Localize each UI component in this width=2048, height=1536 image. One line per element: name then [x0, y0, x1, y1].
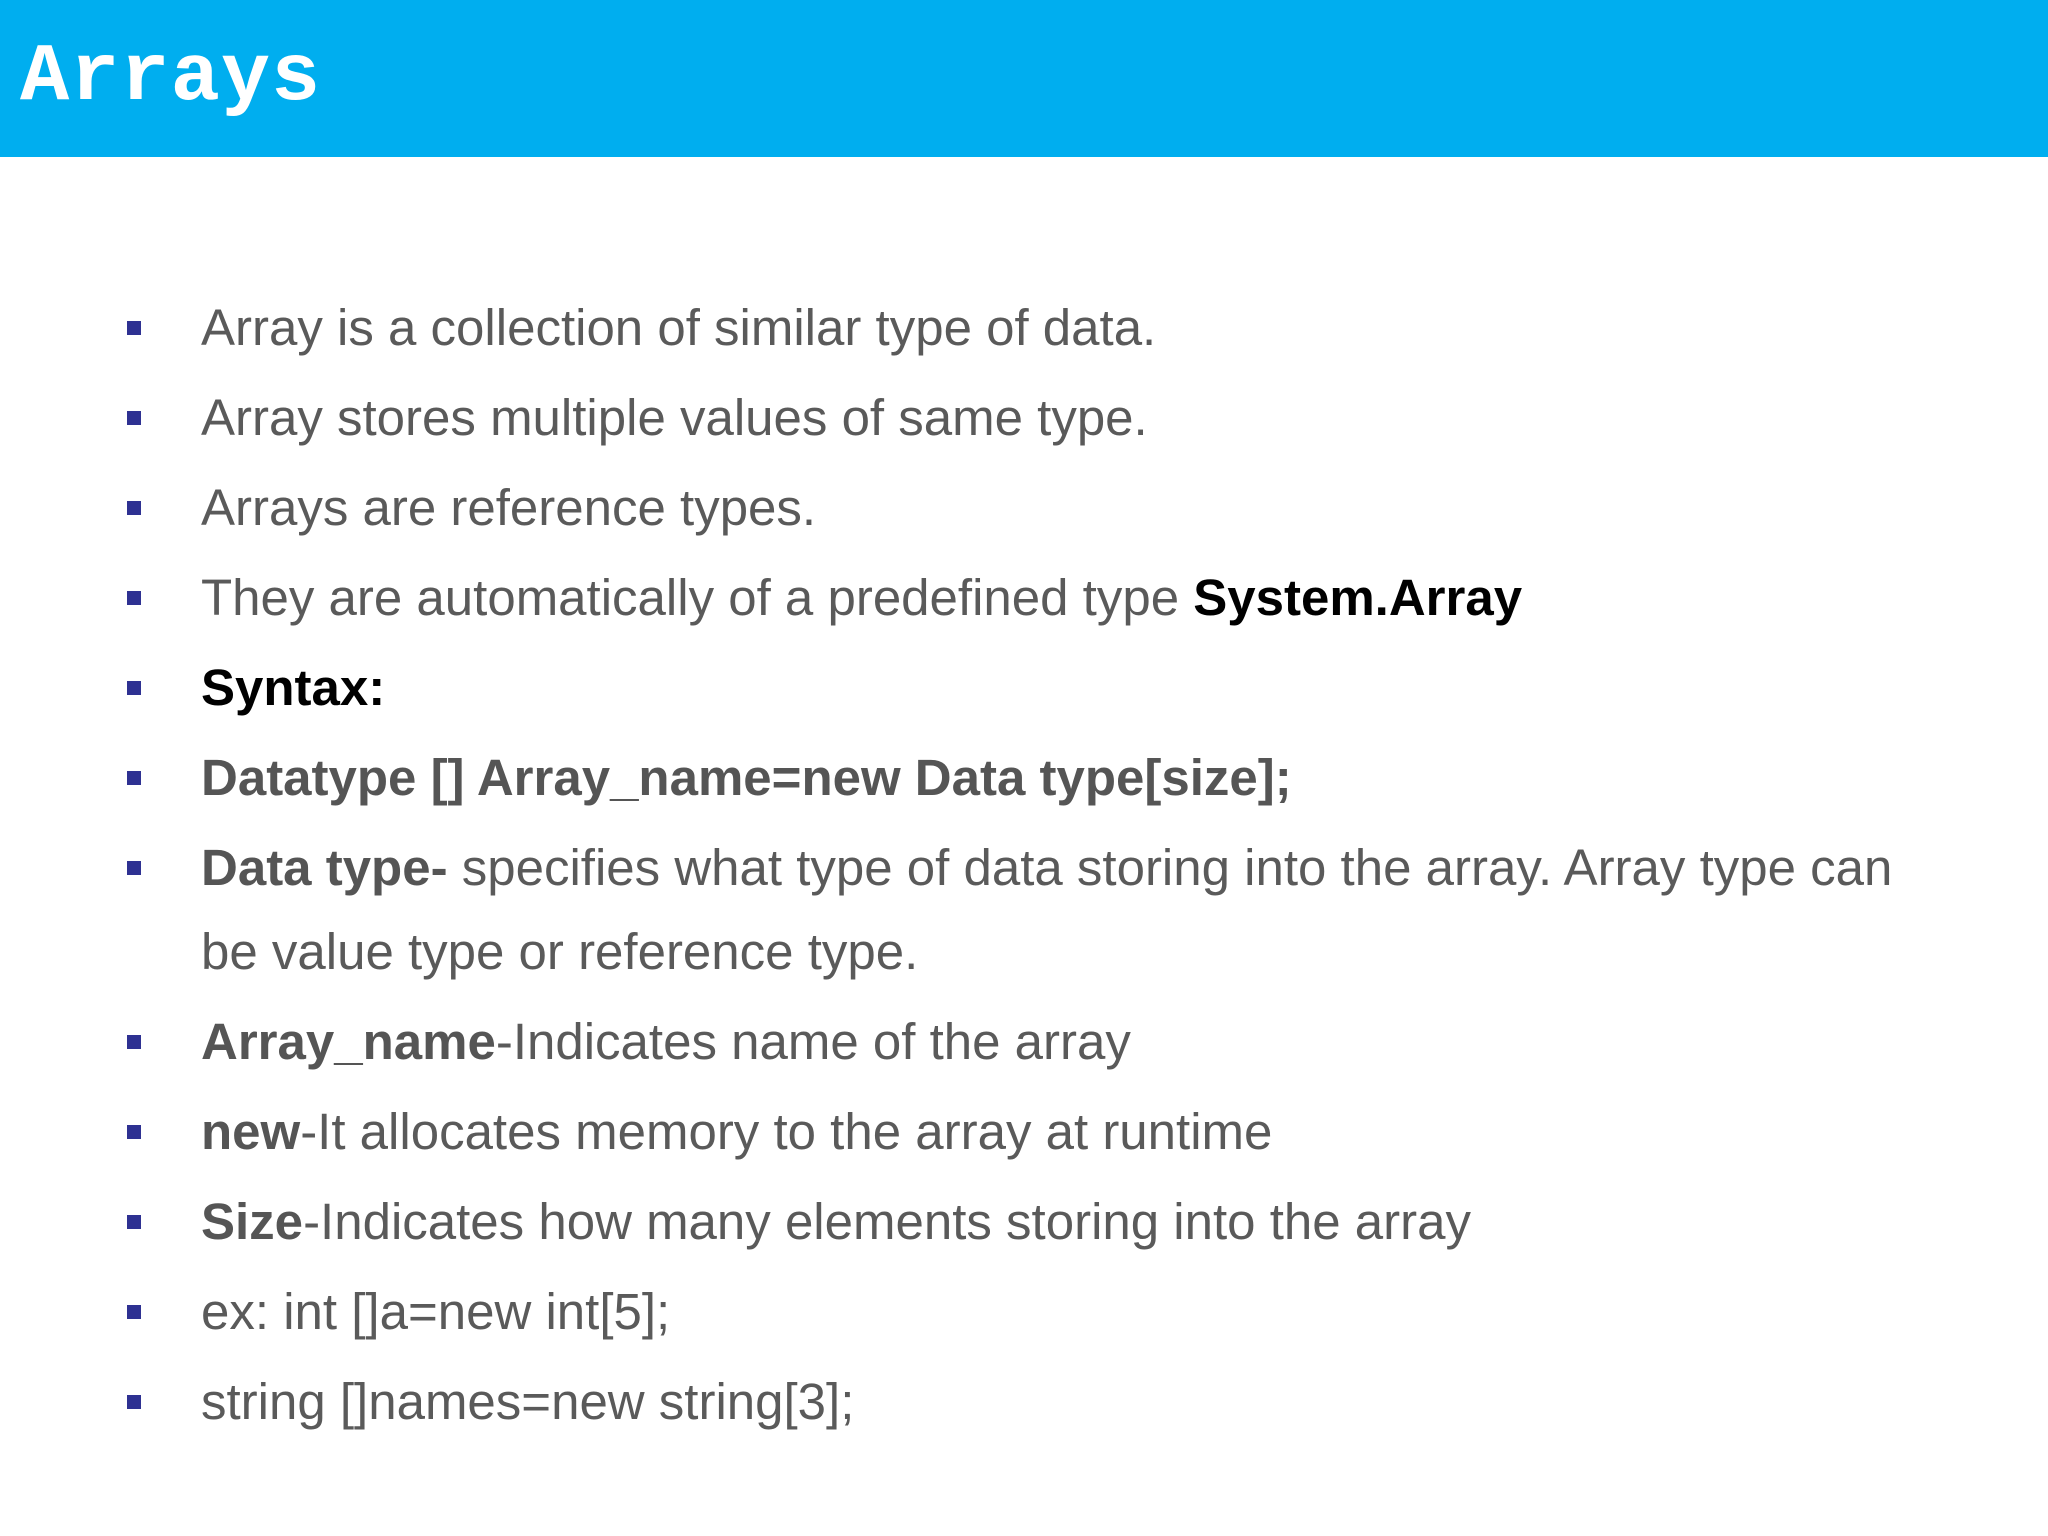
bullet-text: string []names=new string[3]; [201, 1360, 1921, 1444]
bullet-text-plain: -Indicates name of the array [495, 1013, 1131, 1070]
bullet-text-strong: Size [201, 1193, 304, 1250]
bullet-marker-icon [127, 1305, 141, 1319]
bullet-marker-icon [127, 411, 141, 425]
bullet-text: Data type- specifies what type of data s… [201, 826, 1921, 994]
bullet-text-plain: Array stores multiple values of same typ… [201, 389, 1148, 446]
bullet-text-plain: Arrays are reference types. [201, 479, 817, 536]
bullet-text-strong: Array_name [201, 1013, 496, 1070]
bullet-text-plain: -It allocates memory to the array at run… [300, 1103, 1273, 1160]
bullet-marker-icon [127, 501, 141, 515]
bullet-text-plain: specifies what type of data storing into… [201, 839, 1893, 980]
slide-title: Arrays [20, 31, 322, 124]
bullet-text: ex: int []a=new int[5]; [201, 1270, 1921, 1354]
bullet-text: Array is a collection of similar type of… [201, 286, 1921, 370]
bullet-text: They are automatically of a predefined t… [201, 556, 1921, 640]
bullet-marker-icon [127, 1215, 141, 1229]
bullet-marker-icon [127, 681, 141, 695]
bullet-text-plain: ex: int []a=new int[5]; [201, 1283, 671, 1340]
bullet-text: new-It allocates memory to the array at … [201, 1090, 1921, 1174]
bullet-marker-icon [127, 1395, 141, 1409]
bullet-text: Array_name-Indicates name of the array [201, 1000, 1921, 1084]
title-bar: Arrays [0, 0, 2048, 157]
bullet-text-strong: System.Array [1193, 569, 1523, 626]
bullet-text-strong: new [201, 1103, 301, 1160]
bullet-text-plain: Array is a collection of similar type of… [201, 299, 1157, 356]
bullet-text-plain: string []names=new string[3]; [201, 1373, 855, 1430]
bullet-marker-icon [127, 321, 141, 335]
bullet-marker-icon [127, 771, 141, 785]
bullet-text: Syntax: [201, 646, 1921, 730]
bullet-text-plain: They are automatically of a predefined t… [201, 569, 1194, 626]
bullet-text-strong: Syntax: [201, 659, 386, 716]
bullet-text: Datatype [] Array_name=new Data type[siz… [201, 736, 1921, 820]
bullet-text: Arrays are reference types. [201, 466, 1921, 550]
bullet-text-strong: Datatype [] Array_name=new Data type[siz… [201, 749, 1292, 806]
bullet-text-strong: Data type- [201, 839, 448, 896]
bullet-marker-icon [127, 1035, 141, 1049]
bullet-marker-icon [127, 1125, 141, 1139]
bullet-marker-icon [127, 591, 141, 605]
bullet-text: Array stores multiple values of same typ… [201, 376, 1921, 460]
bullet-text: Size-Indicates how many elements storing… [201, 1180, 1921, 1264]
bullet-marker-icon [127, 861, 141, 875]
bullet-text-plain: -Indicates how many elements storing int… [303, 1193, 1471, 1250]
